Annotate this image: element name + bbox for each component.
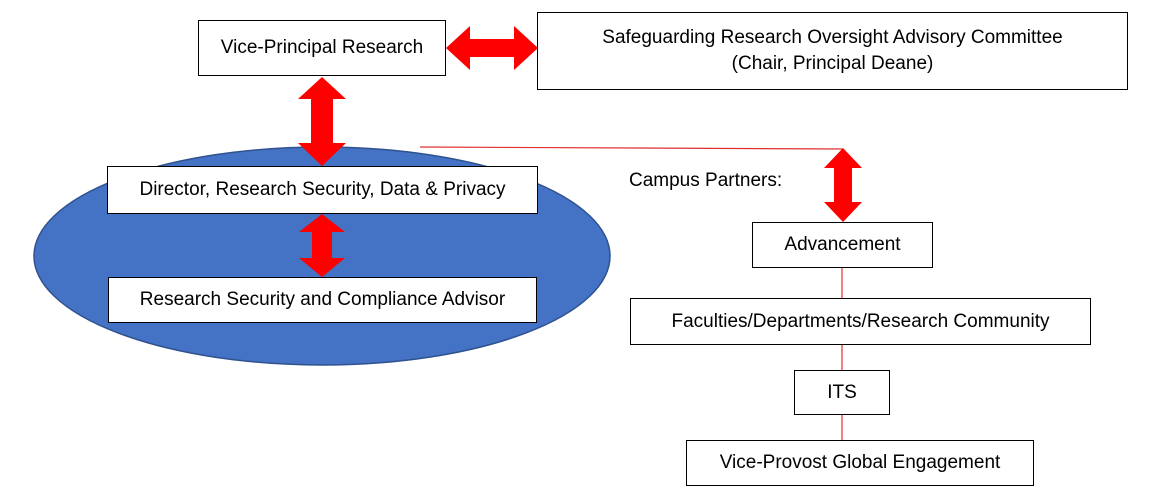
vice-principal-research-label: Vice-Principal Research — [220, 37, 424, 59]
double-arrow-director-advisor — [299, 214, 345, 277]
faculties-label: Faculties/Departments/Research Community — [671, 310, 1050, 332]
advancement-label: Advancement — [784, 234, 901, 256]
faculties-box: Faculties/Departments/Research Community — [630, 298, 1091, 345]
connector-director-to-campus-partners — [419, 146, 844, 150]
its-label: ITS — [827, 381, 857, 403]
vice-provost-box: Vice-Provost Global Engagement — [686, 440, 1034, 486]
director-box: Director, Research Security, Data & Priv… — [107, 166, 538, 214]
its-box: ITS — [794, 370, 890, 415]
double-arrow-vp-committee — [446, 26, 538, 70]
advancement-box: Advancement — [752, 222, 933, 268]
oversight-committee-label: Safeguarding Research Oversight Advisory… — [602, 27, 1063, 49]
oversight-committee-chair-label: (Chair, Principal Deane) — [731, 53, 934, 74]
director-label: Director, Research Security, Data & Priv… — [139, 179, 506, 201]
compliance-advisor-box: Research Security and Compliance Advisor — [108, 277, 537, 323]
double-arrow-vp-director — [298, 77, 346, 166]
compliance-advisor-label: Research Security and Compliance Advisor — [139, 289, 506, 311]
vice-provost-label: Vice-Provost Global Engagement — [719, 452, 1001, 474]
double-arrow-campus-partners — [824, 148, 862, 222]
vice-principal-research-box: Vice-Principal Research — [198, 20, 446, 76]
oversight-committee-box: Safeguarding Research Oversight Advisory… — [537, 12, 1128, 90]
campus-partners-label: Campus Partners: — [629, 170, 783, 191]
